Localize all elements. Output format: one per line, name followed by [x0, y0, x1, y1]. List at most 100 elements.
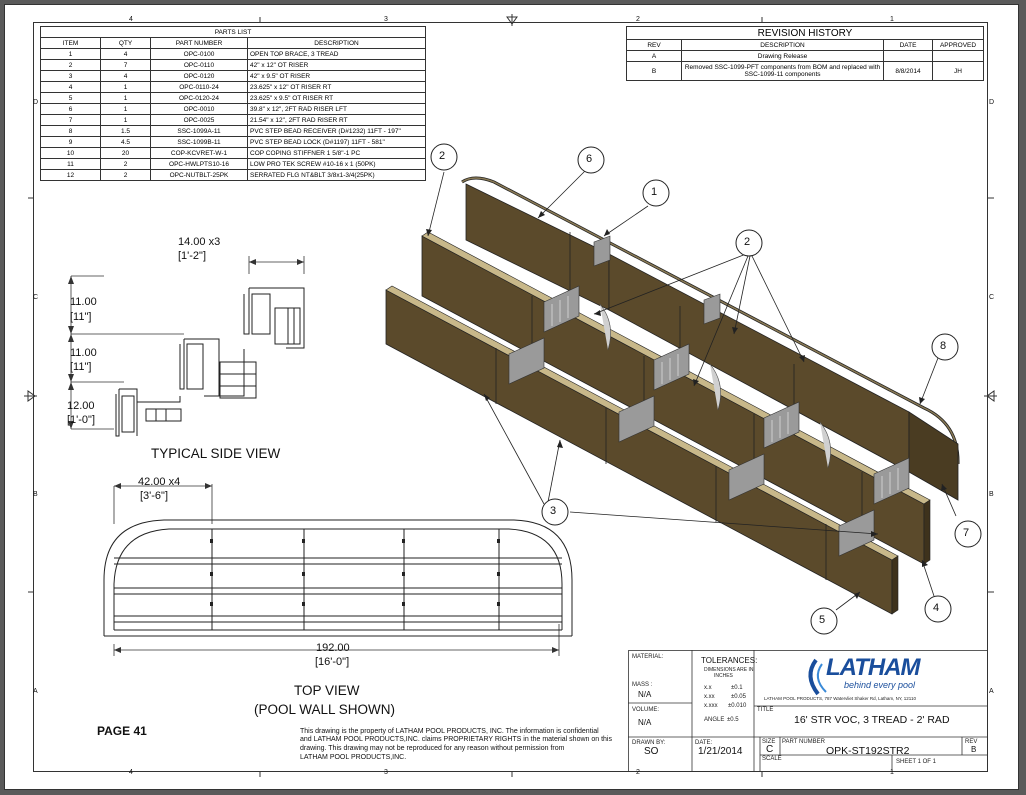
drawing-title: 16' STR VOC, 3 TREAD - 2' RAD: [794, 714, 950, 726]
zone-label-left: C: [33, 294, 39, 301]
zone-label-top: 1: [890, 16, 894, 23]
parts-list-title: PARTS LIST: [40, 26, 426, 38]
zone-label-bottom: 1: [890, 769, 894, 776]
mass-value: N/A: [638, 690, 652, 699]
tolerances-sub: INCHES: [714, 673, 733, 679]
parts-list-cell: COP COPING STIFFNER 1 5/8"-1 PC: [247, 147, 426, 159]
revision-history-title: REVISION HISTORY: [626, 26, 984, 40]
revision-cell: Removed SSC-1099-PFT components from BOM…: [681, 61, 884, 81]
logo-wordmark: LATHAM: [826, 654, 921, 681]
parts-list-cell: 39.8" x 12", 2FT RAD RISER LFT: [247, 103, 426, 115]
parts-list-cell: 12: [40, 169, 101, 181]
revision-cell: Drawing Release: [681, 50, 884, 62]
revision-cell: B: [626, 61, 682, 81]
drawn-by-label: DRAWN BY:: [632, 740, 666, 746]
tolerance-format: x.xx: [704, 694, 715, 700]
parts-list-cell: OPC-0120: [150, 70, 248, 82]
parts-list-cell: 9: [40, 136, 101, 148]
part-number-label: PART NUMBER: [782, 739, 826, 745]
side-view-dim: 11.00: [70, 296, 97, 308]
balloon-label: 1: [651, 186, 658, 198]
size-label: SIZE: [762, 739, 776, 745]
balloon-label: 2: [439, 150, 446, 162]
parts-list-cell: 2: [40, 59, 101, 71]
top-view-dim-top: 42.00 x4: [138, 476, 181, 488]
parts-list-cell: 1: [100, 114, 151, 126]
top-view-dim-bottom-ft: [16'-0"]: [315, 656, 350, 668]
zone-label-right: B: [989, 491, 994, 498]
parts-list-header: QTY: [100, 37, 151, 49]
logo-tagline: behind every pool: [844, 680, 916, 690]
parts-list-cell: 5: [40, 92, 101, 104]
side-view-dim: 11.00: [70, 347, 97, 359]
revision-cell: [932, 50, 984, 62]
disclaimer-line: and LATHAM POOL PRODUCTS,INC. claims PRO…: [300, 736, 612, 743]
parts-list-cell: 21.54" x 12", 2FT RAD RISER RT: [247, 114, 426, 126]
balloon-label: 8: [940, 340, 947, 352]
material-label: MATERIAL:: [632, 654, 664, 660]
revision-history-table: REVISION HISTORY REV DESCRIPTION DATE AP…: [626, 26, 984, 81]
top-view-dim-top-ft: [3'-6"]: [140, 490, 169, 502]
parts-list-cell: 1: [100, 103, 151, 115]
parts-list-cell: OPC-HWLPTS10-16: [150, 158, 248, 170]
company-address: LATHAM POOL PRODUCTS, 787 Watervliet Sha…: [764, 696, 916, 701]
revision-cell: 8/8/2014: [883, 61, 933, 81]
zone-label-right: C: [989, 294, 995, 301]
parts-list-cell: OPC-0010: [150, 103, 248, 115]
isometric-stair-view: [385, 169, 960, 615]
parts-list-table: PARTS LIST ITEM QTY PART NUMBER DESCRIPT…: [40, 26, 426, 181]
top-view-caption: TOP VIEW: [294, 683, 360, 698]
zone-label-left: A: [33, 688, 38, 695]
angle-value: ±0.5: [727, 717, 739, 723]
parts-list-cell: 2: [100, 169, 151, 181]
parts-list-cell: 4: [100, 70, 151, 82]
parts-list-cell: 8: [40, 125, 101, 137]
parts-list-cell: OPC-0110-24: [150, 81, 248, 93]
zone-label-left: B: [33, 491, 38, 498]
balloon-label: 7: [963, 527, 970, 539]
parts-list-header: DESCRIPTION: [247, 37, 426, 49]
parts-list-cell: 7: [100, 59, 151, 71]
drawn-by-value: SO: [644, 746, 659, 757]
drawing-sheet: 4 3 2 1 4 3 2 1 D C B A D C B A PARTS LI…: [4, 4, 1019, 790]
parts-list-cell: LOW PRO TEK SCREW #10-16 x 1 (50PK): [247, 158, 426, 170]
revision-header: REV: [626, 39, 682, 51]
balloon-label: 5: [819, 614, 826, 626]
parts-list-cell: 4.5: [100, 136, 151, 148]
parts-list-cell: OPC-0110: [150, 59, 248, 71]
volume-label: VOLUME:: [632, 707, 660, 713]
parts-list-cell: 7: [40, 114, 101, 126]
zone-label-bottom: 3: [384, 769, 388, 776]
balloon-label: 4: [933, 602, 940, 614]
parts-list-cell: COP-KCVRET-W-1: [150, 147, 248, 159]
revision-cell: JH: [932, 61, 984, 81]
tolerance-value: ±0.1: [731, 685, 743, 691]
title-label: TITLE: [757, 707, 774, 713]
zone-label-bottom: 2: [636, 769, 640, 776]
zone-label-right: D: [989, 99, 995, 106]
parts-list-cell: PVC STEP BEAD RECEIVER (D#1232) 11FT - 1…: [247, 125, 426, 137]
zone-label-top: 2: [636, 16, 640, 23]
volume-value: N/A: [638, 718, 652, 727]
side-view-dim-top-ft: [1'-2"]: [178, 250, 207, 262]
side-view-dim-ft: [11"]: [70, 311, 92, 323]
balloon-label: 6: [586, 153, 593, 165]
tolerance-format: x.x: [704, 685, 712, 691]
page-label: PAGE 41: [97, 724, 147, 738]
parts-list-cell: 1: [40, 48, 101, 60]
parts-list-cell: 6: [40, 103, 101, 115]
disclaimer-line: This drawing is the property of LATHAM P…: [300, 728, 599, 735]
parts-list-cell: 42" x 12" OT RISER: [247, 59, 426, 71]
parts-list-cell: OPC-0100: [150, 48, 248, 60]
tolerance-value: ±0.05: [731, 694, 746, 700]
parts-list-cell: 3: [40, 70, 101, 82]
tolerances-title: TOLERANCES:: [701, 656, 758, 665]
tolerances-sub: DIMENSIONS ARE IN: [704, 667, 754, 673]
latham-logo-mark: [808, 658, 827, 696]
tolerance-value: ±0.010: [728, 703, 747, 709]
angle-label: ANGLE: [704, 717, 725, 723]
